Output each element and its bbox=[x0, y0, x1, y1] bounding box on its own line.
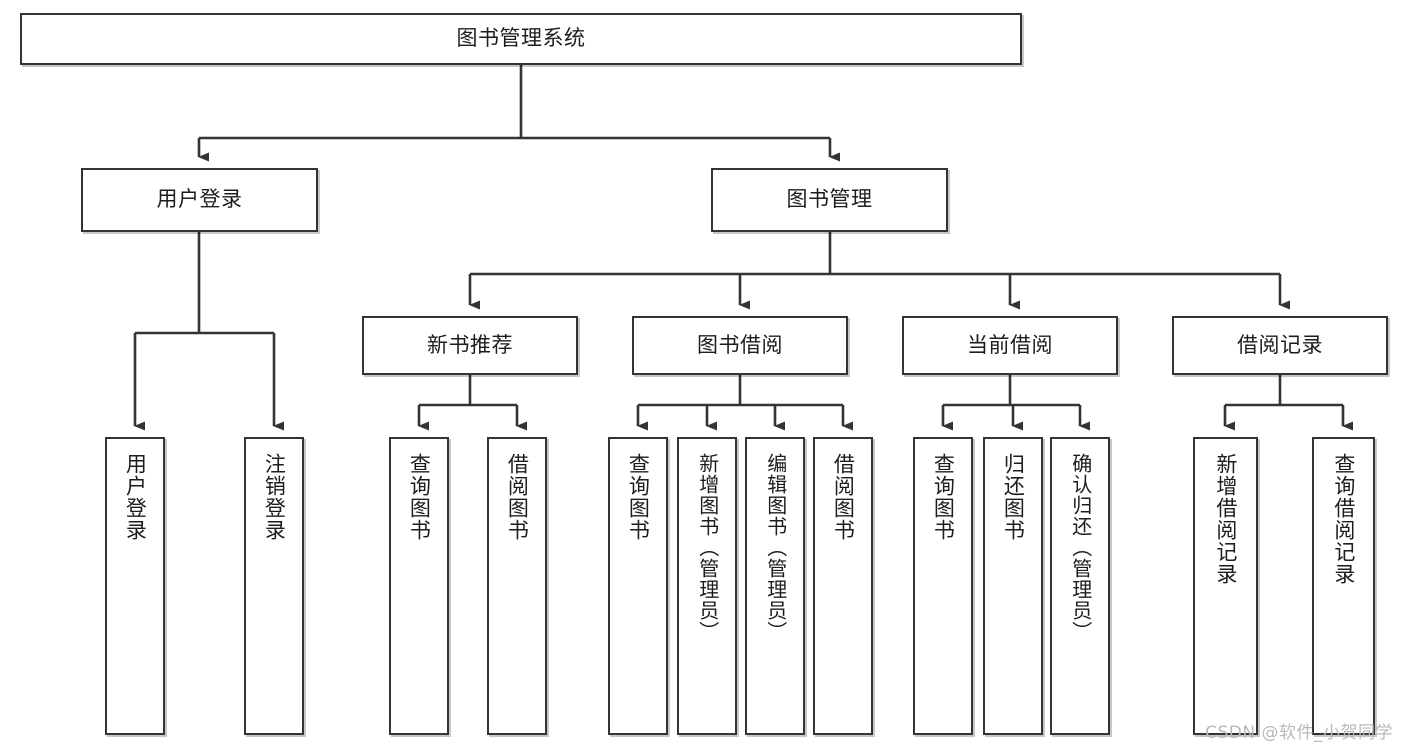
leaf-borrow-add-book-admin-label: 新增图书（管理员） bbox=[695, 453, 720, 642]
node-new-book-recommendation[interactable]: 新书推荐 bbox=[362, 316, 578, 375]
node-book-management-label: 图书管理 bbox=[786, 187, 873, 212]
leaf-current-return-books[interactable]: 归还图书 bbox=[983, 437, 1043, 735]
leaf-current-confirm-return-admin[interactable]: 确认归还（管理员） bbox=[1050, 437, 1110, 735]
leaf-current-return-books-label: 归还图书 bbox=[1001, 453, 1026, 541]
node-borrowing-record[interactable]: 借阅记录 bbox=[1172, 316, 1388, 375]
leaf-borrow-query-books[interactable]: 查询图书 bbox=[608, 437, 668, 735]
leaf-user-login-label: 用户登录 bbox=[123, 453, 148, 541]
leaf-borrow-edit-book-admin[interactable]: 编辑图书（管理员） bbox=[745, 437, 805, 735]
node-book-borrowing[interactable]: 图书借阅 bbox=[632, 316, 848, 375]
leaf-newbook-query-books-label: 查询图书 bbox=[407, 453, 432, 541]
leaf-current-query-books-label: 查询图书 bbox=[931, 453, 956, 541]
leaf-borrow-edit-book-admin-label: 编辑图书（管理员） bbox=[763, 453, 788, 642]
leaf-newbook-borrow-books-label: 借阅图书 bbox=[505, 453, 530, 541]
leaf-borrow-borrow-books-label: 借阅图书 bbox=[831, 453, 856, 541]
leaf-borrow-add-book-admin[interactable]: 新增图书（管理员） bbox=[677, 437, 737, 735]
leaf-record-add-record[interactable]: 新增借阅记录 bbox=[1193, 437, 1258, 735]
node-current-borrowing[interactable]: 当前借阅 bbox=[902, 316, 1118, 375]
node-root[interactable]: 图书管理系统 bbox=[20, 13, 1022, 65]
leaf-record-query-record[interactable]: 查询借阅记录 bbox=[1312, 437, 1375, 735]
node-new-book-recommendation-label: 新书推荐 bbox=[427, 332, 513, 357]
leaf-newbook-borrow-books[interactable]: 借阅图书 bbox=[487, 437, 547, 735]
csdn-watermark: CSDN @软件_小贺同学 bbox=[1205, 723, 1393, 743]
node-user-login[interactable]: 用户登录 bbox=[81, 168, 318, 232]
node-book-management[interactable]: 图书管理 bbox=[711, 168, 948, 232]
node-user-login-label: 用户登录 bbox=[156, 187, 243, 212]
leaf-current-confirm-return-admin-label: 确认归还（管理员） bbox=[1068, 453, 1093, 642]
leaf-borrow-query-books-label: 查询图书 bbox=[626, 453, 651, 541]
node-current-borrowing-label: 当前借阅 bbox=[967, 332, 1053, 357]
leaf-record-add-record-label: 新增借阅记录 bbox=[1213, 453, 1238, 585]
node-book-borrowing-label: 图书借阅 bbox=[697, 332, 783, 357]
node-root-label: 图书管理系统 bbox=[456, 26, 586, 51]
leaf-current-query-books[interactable]: 查询图书 bbox=[913, 437, 973, 735]
leaf-newbook-query-books[interactable]: 查询图书 bbox=[389, 437, 449, 735]
leaf-record-query-record-label: 查询借阅记录 bbox=[1331, 453, 1356, 585]
node-borrowing-record-label: 借阅记录 bbox=[1237, 332, 1323, 357]
leaf-logout-label: 注销登录 bbox=[262, 453, 287, 541]
leaf-logout[interactable]: 注销登录 bbox=[244, 437, 304, 735]
leaf-borrow-borrow-books[interactable]: 借阅图书 bbox=[813, 437, 873, 735]
leaf-user-login[interactable]: 用户登录 bbox=[105, 437, 165, 735]
